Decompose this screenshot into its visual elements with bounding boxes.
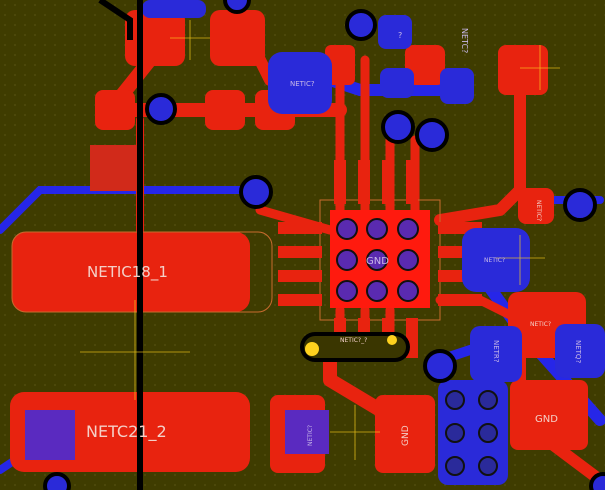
pad-top-right2[interactable] <box>405 45 445 85</box>
bottom-pad-right[interactable] <box>462 228 530 292</box>
label-small-center-right: NETIC? <box>484 257 505 264</box>
label-small-top-pad: NETIC? <box>290 80 315 88</box>
via-2[interactable] <box>145 93 177 125</box>
via-grid-center <box>336 218 419 302</box>
label-netc21: NETC21_2 <box>86 422 167 442</box>
bottom-pad-right-low[interactable] <box>470 326 522 382</box>
label-vertical-bottom-right: NETQ? <box>574 340 582 363</box>
pad-top-right1[interactable] <box>325 45 355 85</box>
trace-right-up <box>434 64 526 226</box>
via-1[interactable] <box>345 9 377 41</box>
crosshair-guides <box>80 20 560 460</box>
ic-body-outline <box>319 199 441 321</box>
pad-mid-left1[interactable] <box>95 90 135 130</box>
label-small-right-pad: NETIC? <box>530 321 551 328</box>
ic-pin-right4[interactable] <box>438 294 482 306</box>
label-gnd-bottom-right: GND <box>535 414 558 425</box>
via-9[interactable] <box>43 472 71 490</box>
ic-pin-top2[interactable] <box>358 160 370 204</box>
label-vertical-right: NETR? <box>492 340 500 363</box>
via-5[interactable] <box>239 175 273 209</box>
via-grid-bottom <box>438 380 508 485</box>
bottom-pad-far-right[interactable] <box>555 324 605 378</box>
silk-line-top <box>98 0 133 40</box>
ic-pin-top1[interactable] <box>334 160 346 204</box>
ic-pin-left1[interactable] <box>278 222 322 234</box>
label-gnd-center: GND <box>366 256 389 267</box>
ic-pin-left2[interactable] <box>278 246 322 258</box>
ic-pin-left4[interactable] <box>278 294 322 306</box>
bottom-pad-top-right[interactable] <box>378 15 412 49</box>
label-small-q: ? <box>398 31 402 40</box>
label-netic18: NETIC18_1 <box>87 263 168 282</box>
label-small-left-pad: NETIC? <box>535 200 542 221</box>
via-6[interactable] <box>563 188 597 222</box>
net-labels: NETIC18_1 NETC21_2 GND GND GND NETIC? NE… <box>86 28 582 446</box>
bottom-pad-square[interactable] <box>25 410 75 460</box>
bottom-pad-ic-left[interactable] <box>285 410 329 454</box>
pad-gnd-bottom-right[interactable] <box>510 380 588 450</box>
label-gnd-bottom-mid: GND <box>401 425 411 446</box>
bottom-pad-small[interactable] <box>380 68 414 98</box>
via-4[interactable] <box>415 118 449 152</box>
ic-pin-top4[interactable] <box>406 160 418 204</box>
label-vertical-top-right: NETC? <box>460 28 469 53</box>
test-point-left[interactable] <box>305 342 319 356</box>
pad-square-left[interactable] <box>90 145 138 191</box>
pad-mid-left2[interactable] <box>205 90 245 130</box>
test-point-right[interactable] <box>387 335 397 345</box>
ic-pin-left3[interactable] <box>278 270 322 282</box>
vias <box>43 0 605 490</box>
via-3[interactable] <box>381 110 415 144</box>
pad-netic18[interactable] <box>12 232 250 312</box>
ic-pin-top3[interactable] <box>382 160 394 204</box>
label-small-bottom-pad: NETIC? <box>307 425 314 446</box>
pad-top-mid[interactable] <box>210 10 265 66</box>
pad-gnd-bottom-mid[interactable] <box>375 395 435 473</box>
bottom-trace-left <box>0 186 264 234</box>
bottom-pad-top-right2[interactable] <box>440 68 474 104</box>
silk-bar-fill <box>304 336 406 358</box>
pad-top-right3[interactable] <box>498 45 548 95</box>
pad-right-mid[interactable] <box>518 188 554 224</box>
label-small-center-bottom: NETIC?_? <box>340 337 367 344</box>
bottom-pads <box>25 0 605 460</box>
bottom-pad-top-left[interactable] <box>268 52 332 114</box>
bottom-pad-top[interactable] <box>142 0 206 18</box>
via-10[interactable] <box>589 472 605 490</box>
silk-elements <box>98 0 410 490</box>
via-8[interactable] <box>223 0 251 14</box>
via-7[interactable] <box>423 349 457 383</box>
